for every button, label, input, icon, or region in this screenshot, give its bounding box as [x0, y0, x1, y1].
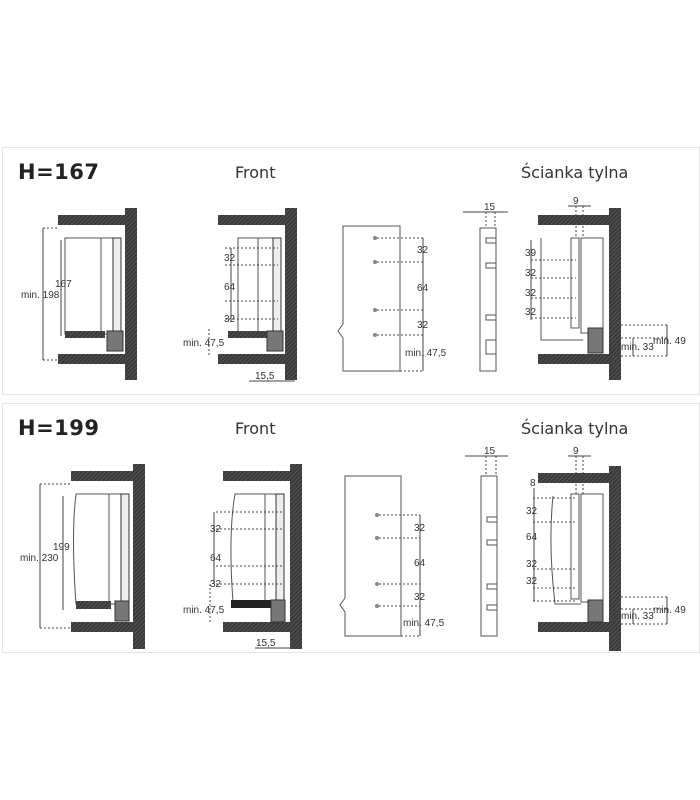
- back-wall-label: Ścianka tylna: [521, 163, 629, 182]
- back-dim-1: 32: [526, 506, 538, 517]
- front-dim-1: 32: [210, 524, 222, 535]
- panel-dim-1: 32: [414, 523, 426, 534]
- drawer-height-dim: 199: [53, 542, 70, 553]
- panel-dim-2: 64: [417, 283, 429, 294]
- back-min-a: min. 33: [621, 611, 654, 622]
- back-top-gap: 8: [530, 478, 536, 489]
- drawings-h199: 199 min. 230 32 64 32 min. 47,5 15,5: [20, 446, 686, 651]
- panel-min-bottom: min. 47,5: [405, 348, 447, 359]
- back-dim-4: 32: [526, 576, 538, 587]
- panel-dim-2: 64: [414, 558, 426, 569]
- back-dim-1: 39: [525, 248, 537, 259]
- front-min-bottom: min. 47,5: [183, 605, 225, 616]
- back-wall-label: Ścianka tylna: [521, 419, 629, 438]
- panel-title: H=167: [18, 160, 100, 184]
- back-top-offset: 9: [573, 196, 579, 207]
- back-profile-drawing: [463, 211, 508, 372]
- back-min-b: min. 49: [653, 336, 686, 347]
- front-dim-3: 32: [210, 579, 222, 590]
- panel-min-bottom: min. 47,5: [403, 618, 445, 629]
- front-label: Front: [235, 163, 276, 182]
- front-panel-drawing: [337, 225, 424, 372]
- front-view-drawing: [209, 464, 302, 649]
- front-dim-3: 32: [224, 314, 236, 325]
- back-dim-3: 32: [525, 288, 537, 299]
- panel-dim-3: 32: [414, 592, 426, 603]
- drawings-h167: 167 min. 198 32 64 32 min. 47,5 15,5: [21, 196, 686, 382]
- min-cabinet-dim: min. 198: [21, 290, 60, 301]
- side-view-drawing: [39, 464, 145, 649]
- back-min-a: min. 33: [621, 342, 654, 353]
- front-min-bottom: min. 47,5: [183, 338, 225, 349]
- back-view-drawing: [533, 455, 668, 651]
- front-dim-2: 64: [210, 553, 222, 564]
- side-view-drawing: [42, 208, 137, 380]
- panel-dim-3: 32: [417, 320, 429, 331]
- front-panel-drawing: [339, 475, 421, 637]
- front-dim-2: 64: [224, 282, 236, 293]
- panel-dim-1: 32: [417, 245, 429, 256]
- panel-h199: H=199 Front Ścianka tylna 199 min. 230: [2, 403, 700, 653]
- panel-h167: H=167 Front Ścianka tylna 167 min. 198: [2, 147, 700, 395]
- drawer-height-dim: 167: [55, 279, 72, 290]
- front-offset: 15,5: [256, 638, 276, 649]
- back-view-drawing: [530, 205, 668, 380]
- min-cabinet-dim: min. 230: [20, 553, 59, 564]
- back-dim-3: 32: [526, 559, 538, 570]
- back-top-offset: 9: [573, 446, 579, 457]
- back-dim-2: 32: [525, 268, 537, 279]
- panel-title: H=199: [18, 416, 100, 440]
- back-dim-2: 64: [526, 532, 538, 543]
- profile-width-dim: 15: [484, 446, 496, 457]
- front-dim-1: 32: [224, 253, 236, 264]
- front-label: Front: [235, 419, 276, 438]
- front-view-drawing: [208, 208, 297, 382]
- profile-width-dim: 15: [484, 202, 496, 213]
- front-offset: 15,5: [255, 371, 275, 382]
- back-profile-drawing: [465, 455, 508, 637]
- back-dim-4: 32: [525, 307, 537, 318]
- back-min-b: min. 49: [653, 605, 686, 616]
